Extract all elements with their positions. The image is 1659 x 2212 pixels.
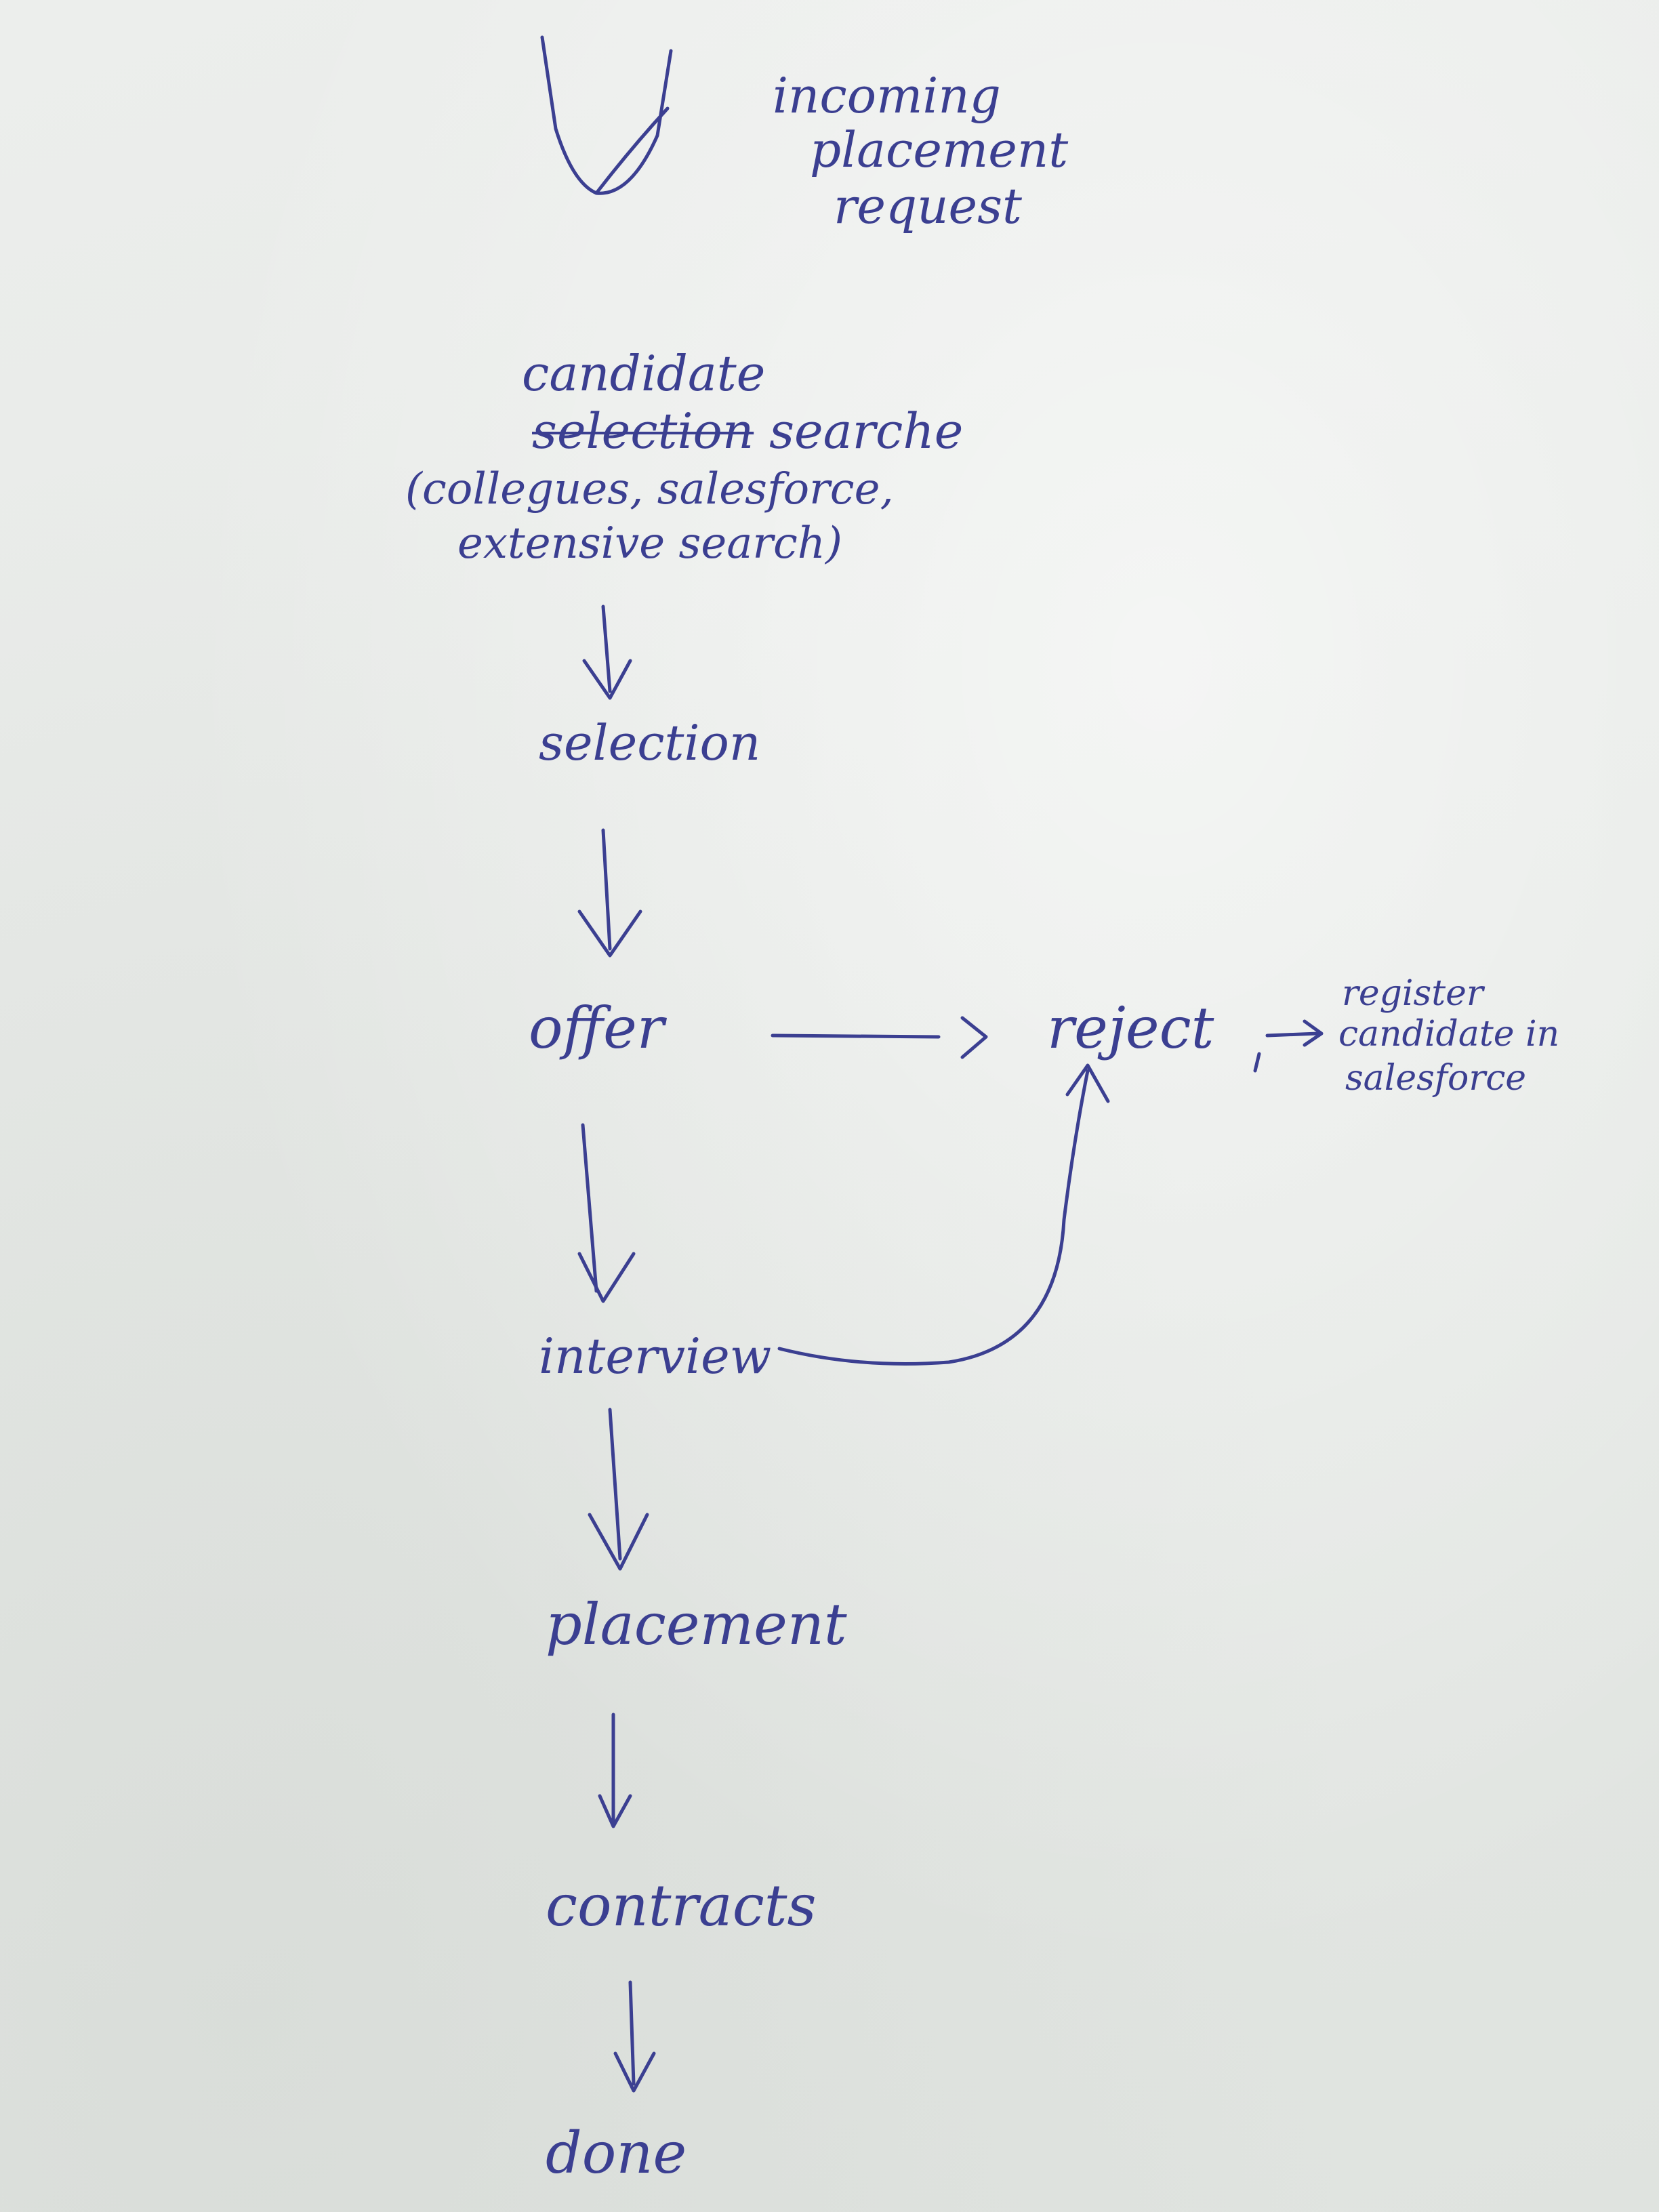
node-register-line-3: salesforce xyxy=(1345,1058,1527,1099)
arrow-contracts-to-done xyxy=(628,1980,636,2086)
node-placement: placement xyxy=(546,1591,847,1658)
node-incoming-line-1: incoming xyxy=(773,67,1001,124)
struck-word: selection xyxy=(532,403,754,459)
arrow-reject-to-register xyxy=(1265,1031,1320,1038)
node-register-line-2: candidate in xyxy=(1338,1014,1560,1054)
arrow-interview-to-reject-head xyxy=(1065,1063,1110,1103)
arrow-interview-to-reject xyxy=(777,1069,1090,1366)
arrow-reject-comma xyxy=(1253,1052,1261,1073)
arrow-offer-to-reject xyxy=(771,1033,941,1039)
node-candidate-search-line-2: selection searche xyxy=(532,407,963,455)
node-contracts: contracts xyxy=(546,1872,817,1939)
node-reject: reject xyxy=(1047,995,1214,1061)
arrow-contracts-to-done-head xyxy=(613,2051,656,2093)
node-candidate-search-line-1: candidate xyxy=(522,345,766,402)
arrow-incoming xyxy=(540,35,673,195)
node-offer: offer xyxy=(529,995,664,1061)
node-interview: interview xyxy=(539,1328,772,1385)
node-incoming-line-2: placement xyxy=(810,121,1069,178)
node-candidate-search-paren-2: extensive search) xyxy=(457,518,842,569)
arrow-interview-to-placement-head xyxy=(588,1513,649,1571)
arrow-offer-to-interview xyxy=(581,1123,598,1293)
arrow-incoming-tail xyxy=(594,106,670,195)
node-candidate-search-paren-1: (collegues, salesforce, xyxy=(405,464,894,514)
arrow-placement-to-contracts-head xyxy=(598,1794,632,1828)
node-done: done xyxy=(546,2120,687,2186)
arrow-offer-to-interview-head xyxy=(577,1252,636,1303)
node-incoming-line-3: request xyxy=(834,178,1022,234)
arrow-interview-to-placement xyxy=(608,1408,622,1561)
arrow-offer-to-reject-head xyxy=(960,1016,988,1059)
node-selection: selection xyxy=(539,714,761,771)
node-register-line-1: register xyxy=(1342,973,1483,1014)
arrow-selection-to-offer-head xyxy=(577,909,642,958)
arrow-search-to-selection-head xyxy=(582,659,632,700)
arrow-reject-to-register-head xyxy=(1303,1019,1324,1047)
arrow-search-to-selection xyxy=(601,605,612,693)
arrow-selection-to-offer xyxy=(601,828,612,951)
node-candidate-search-word: searche xyxy=(769,403,964,459)
